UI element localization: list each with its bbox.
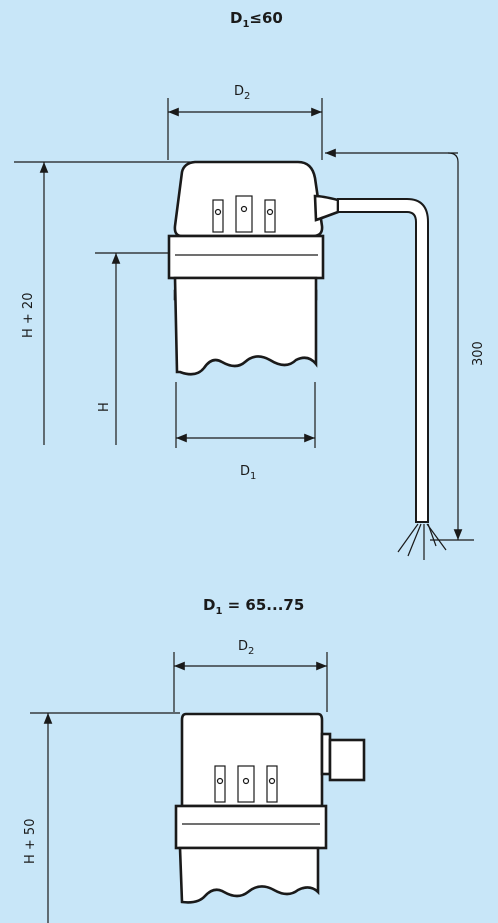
cable-length-label: 300 — [471, 341, 486, 366]
side-connector — [328, 738, 366, 782]
cable — [337, 198, 429, 523]
pin-right-large-hole — [268, 777, 276, 785]
wire-1 — [397, 523, 419, 553]
pin-middle-large — [237, 765, 255, 803]
pin-right-hole — [266, 208, 274, 216]
pin-middle — [235, 195, 253, 233]
d2-label: D2 — [234, 84, 250, 102]
wire-5 — [427, 523, 437, 547]
h50-label: H + 50 — [23, 819, 38, 864]
pin-left-large — [214, 765, 226, 803]
cable-dim-line — [447, 152, 463, 540]
pin-right-large — [266, 765, 278, 803]
pin-right — [264, 199, 276, 233]
bottom-title: D1 = 65...75 — [203, 596, 304, 617]
cable-gland — [313, 194, 340, 222]
pin-left-large-hole — [216, 777, 224, 785]
lower-body — [173, 276, 318, 376]
base-flange-large — [174, 804, 328, 850]
pin-left-hole — [214, 208, 222, 216]
pin-middle-large-hole — [242, 777, 250, 785]
h-label: H — [97, 402, 112, 412]
top-view: D1≤60 D2 H + 20 H — [14, 9, 486, 560]
d2b-label: D2 — [238, 639, 254, 657]
top-title: D1≤60 — [230, 9, 283, 30]
base-flange — [167, 234, 325, 280]
d1-label: D1 — [240, 464, 256, 482]
wire-2 — [407, 523, 422, 557]
bottom-view: D1 = 65...75 D2 H + 50 — [23, 596, 366, 923]
cap-body-large — [180, 712, 324, 808]
cable-wires — [397, 523, 447, 560]
pin-middle-hole — [240, 205, 248, 213]
lower-body-large — [178, 846, 320, 904]
h20-label: H + 20 — [21, 293, 36, 338]
cap-body — [173, 160, 324, 238]
pin-left — [212, 199, 224, 233]
